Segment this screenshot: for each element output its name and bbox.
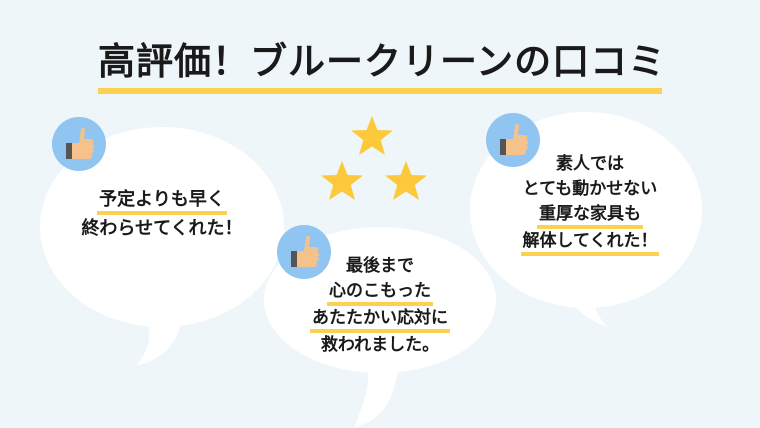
title-underline xyxy=(98,88,662,94)
review-text-1: 予定よりも早く 終わらせてくれた！ xyxy=(52,186,272,242)
review-text-3: 素人では とても動かせない 重厚な家具も 解体してくれた！ xyxy=(500,152,680,256)
review-line-highlighted: 解体してくれた！ xyxy=(520,230,660,256)
thumbs-up-icon xyxy=(52,117,106,171)
page-title: 高評価！ブルークリーンの口コミ xyxy=(98,38,667,94)
review-line-highlighted: 重厚な家具も xyxy=(537,203,643,229)
review-line: 救われました。 xyxy=(320,335,440,355)
review-line: 最後まで xyxy=(346,256,414,276)
review-line-highlighted: 心のこもった xyxy=(327,280,433,306)
speech-bubble-left xyxy=(40,127,284,366)
review-line-highlighted: あたたかい応対に xyxy=(310,307,450,333)
star-icon xyxy=(385,161,427,200)
star-icon xyxy=(351,116,393,155)
review-line: とても動かせない xyxy=(522,179,658,199)
thumbs-up-icon xyxy=(277,225,331,279)
review-text-2: 最後まで 心のこもった あたたかい応対に 救われました。 xyxy=(290,254,470,358)
star-icon xyxy=(321,161,363,200)
page-title-text: 高評価！ブルークリーンの口コミ xyxy=(98,40,667,83)
review-line-highlighted: 予定よりも早く xyxy=(97,189,227,215)
review-line: 終わらせてくれた！ xyxy=(81,218,243,239)
review-line: 素人では xyxy=(556,154,624,174)
thumbs-up-icon xyxy=(486,113,540,167)
